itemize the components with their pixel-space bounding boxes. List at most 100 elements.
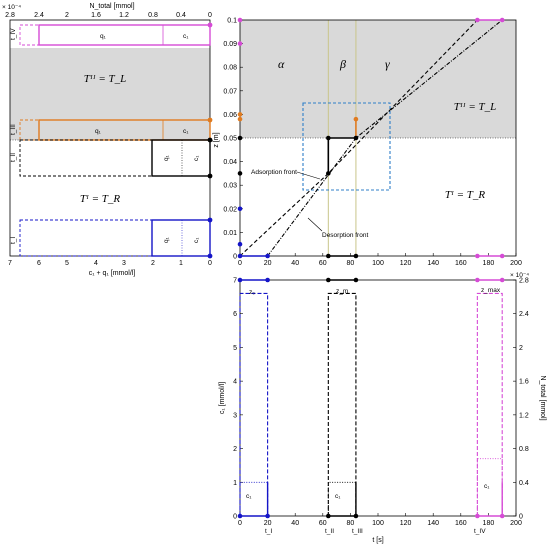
left-top-tick: 0.4	[176, 12, 186, 19]
left-tiii-c: c₁	[183, 128, 189, 135]
left-region-top: Tᴵᴵ = T_L	[84, 73, 127, 85]
ct-point-marker	[265, 277, 270, 283]
zt-point-marker	[499, 253, 505, 259]
left-bottom-tick: 7	[8, 260, 12, 267]
ct-series-c1-2	[327, 481, 357, 516]
ct-y-tick-label-right: 1.2	[519, 412, 529, 419]
ct-x-tick-label: 60	[319, 520, 327, 527]
ct-y-tick-label-left: 3	[233, 412, 237, 419]
ct-series-ntotal-1	[239, 292, 269, 516]
zt-y-tick-label: 0.09	[223, 41, 237, 48]
zt-desorption-arrow	[307, 217, 323, 232]
zt-point-marker	[237, 253, 243, 259]
ct-time-label-tiv: t_IV	[474, 528, 486, 535]
left-bottom-tick: 5	[65, 260, 69, 267]
ct-y-tick-label-left: 0	[233, 514, 237, 521]
ct-point-marker	[237, 277, 243, 283]
zt-adsorption-label: Adsorption front	[251, 169, 297, 176]
ct-x-tick-label: 40	[291, 520, 299, 527]
ct-right-exponent: × 10⁻⁴	[510, 272, 529, 279]
ct-zmax-label: z_max	[481, 287, 501, 294]
zt-point-marker	[353, 253, 359, 259]
left-top-tick: 2	[65, 12, 69, 19]
zt-point-marker	[353, 135, 359, 141]
left-ti-inner	[151, 219, 211, 257]
left-tii-c: c₁	[193, 155, 200, 161]
zt-zoom-box	[302, 102, 391, 191]
ct-c1-label-max: c₁	[484, 483, 490, 490]
zt-x-tick-label: 80	[347, 260, 355, 267]
left-row-label-ti: t_I	[10, 237, 17, 244]
left-top-tick: 2.4	[34, 12, 44, 19]
left-row-label-tii: t_II	[10, 153, 17, 162]
zt-x-tick-label: 160	[455, 260, 467, 267]
left-row-tiv: q₁ c₁ t_IV	[10, 24, 211, 46]
zt-y-tick-label: 0.01	[223, 230, 237, 237]
left-tiv-inner	[38, 24, 211, 46]
zt-y-ticks: 00.010.020.030.040.050.060.070.080.090.1	[223, 18, 243, 261]
left-tii-q: q₁	[163, 154, 170, 161]
ct-x-tick-label: 160	[455, 520, 467, 527]
zt-point-marker	[475, 253, 480, 259]
left-row-label-tiii: t_III	[10, 124, 17, 135]
zt-adsorption-arrow	[296, 171, 321, 180]
left-panel: 2.8 2.4 2 1.6 1.2 0.8 0.4 0 N_total [mmo…	[2, 3, 213, 277]
left-tii-inner	[151, 139, 211, 177]
ct-point-marker	[326, 513, 331, 519]
zt-x-tick-label: 0	[238, 260, 242, 267]
left-ti-outer	[19, 219, 211, 257]
left-marker-tii2	[207, 173, 213, 179]
ct-x-tick-label: 140	[427, 520, 439, 527]
ct-y-ticks-right: 00.40.81.21.622.42.8	[513, 278, 529, 521]
ct-x-tick-label: 20	[264, 520, 272, 527]
zt-y-tick-label: 0	[233, 254, 237, 261]
ct-ylabel-left: c₁ [mmol/l]	[219, 382, 226, 414]
left-bottom-tick: 3	[122, 260, 126, 267]
ct-y-tick-label-left: 4	[233, 379, 237, 386]
left-top-axis-label: N_total [mmol]	[89, 3, 134, 10]
ct-x-tick-label: 180	[483, 520, 495, 527]
zt-x-tick-label: 200	[510, 260, 522, 267]
ct-y-tick-label-right: 2.8	[519, 278, 529, 285]
ct-point-marker	[265, 513, 270, 519]
zt-x-tick-label: 40	[291, 260, 299, 267]
ct-y-tick-label-left: 6	[233, 311, 237, 318]
zt-ylabel: z [m]	[213, 132, 220, 147]
left-row-label-tiv: t_IV	[10, 28, 17, 40]
left-bottom-tick: 6	[37, 260, 41, 267]
ct-y-tick-label-right: 0.8	[519, 446, 529, 453]
left-exponent: × 10⁻⁴	[2, 4, 21, 11]
ct-c1-label-0: c₁	[246, 493, 252, 500]
left-tiii-inner	[38, 119, 211, 141]
zt-fronts	[237, 17, 505, 259]
ct-time-label-ti: t_I	[265, 528, 272, 535]
left-ti-q: q₁	[163, 236, 170, 243]
ct-time-label-tiii: t_III	[352, 528, 363, 535]
left-ti-c: c₁	[193, 237, 200, 243]
ct-point-marker	[353, 513, 359, 519]
zt-point-marker	[353, 116, 359, 122]
zt-point-marker	[326, 171, 331, 176]
ct-x-tick-label: 120	[400, 520, 412, 527]
ct-y-tick-label-left: 5	[233, 345, 237, 352]
left-tiv-q: q₁	[100, 33, 107, 40]
ct-y-tick-label-right: 0	[519, 514, 523, 521]
ct-point-marker	[499, 277, 505, 283]
ct-xlabel: t [s]	[372, 537, 383, 544]
zt-edge-marker	[237, 41, 243, 46]
ct-zm-label: z_m	[336, 288, 348, 295]
zt-y-tick-label: 0.07	[223, 88, 237, 95]
left-tii-outer	[19, 139, 211, 177]
zt-x-tick-label: 120	[400, 260, 412, 267]
left-top-tick: 2.8	[5, 12, 15, 19]
ct-point-marker	[499, 513, 505, 519]
ct-y-tick-label-left: 1	[233, 480, 237, 487]
zt-beta-step	[327, 137, 356, 174]
left-marker-tiv	[207, 22, 213, 28]
ct-x-tick-label: 200	[510, 520, 522, 527]
ct-y-tick-label-right: 0.4	[519, 480, 529, 487]
zt-y-tick-label: 0.05	[223, 136, 237, 143]
